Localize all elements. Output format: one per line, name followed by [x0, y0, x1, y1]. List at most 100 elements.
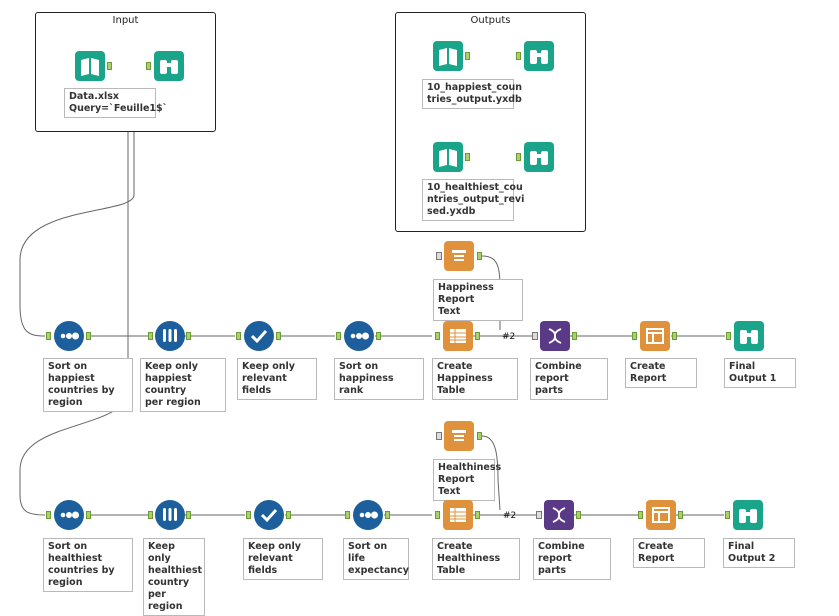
binoculars-icon [530, 50, 548, 64]
browse-tool-final-2[interactable] [733, 500, 763, 530]
output-anchor[interactable] [572, 332, 577, 340]
sort-icon [359, 511, 378, 519]
input-anchor[interactable] [516, 52, 521, 60]
final-output-label-1: Final Output 1 [724, 358, 796, 388]
dna-icon [552, 507, 566, 523]
input-anchor[interactable] [146, 62, 151, 70]
binoculars-icon [530, 151, 548, 165]
input-anchor[interactable] [246, 511, 251, 519]
select-tool-1[interactable] [244, 321, 274, 351]
layout-tool-1[interactable] [640, 321, 670, 351]
table-tool-healthiness[interactable] [443, 500, 473, 530]
output-anchor[interactable] [475, 511, 480, 519]
input-anchor[interactable] [148, 332, 153, 340]
test-tubes-icon [163, 508, 177, 521]
output-anchor[interactable] [475, 332, 480, 340]
output-anchor[interactable] [672, 332, 677, 340]
sample-tool-happiest[interactable] [155, 321, 185, 351]
sort-tool-happiest[interactable] [54, 321, 84, 351]
output-anchor[interactable] [477, 432, 482, 440]
sample-tool-healthiest[interactable] [155, 500, 185, 530]
input-anchor[interactable] [725, 511, 730, 519]
output-anchor[interactable] [376, 332, 381, 340]
book-icon [439, 149, 457, 167]
output-anchor[interactable] [107, 62, 112, 70]
output-anchor[interactable] [86, 332, 91, 340]
input-anchor[interactable] [436, 432, 442, 440]
select-tool-2[interactable] [254, 500, 284, 530]
input-anchor[interactable] [632, 332, 637, 340]
input-anchor[interactable] [148, 511, 153, 519]
checkmark-icon [260, 508, 278, 523]
test-tubes-icon [163, 329, 177, 342]
input-anchor[interactable] [236, 332, 241, 340]
union-tool-1[interactable] [540, 321, 570, 351]
create-report-label-2: Create Report [633, 538, 705, 568]
input-anchor[interactable] [336, 332, 341, 340]
browse-tool[interactable] [154, 51, 184, 81]
book-icon [439, 48, 457, 66]
output-anchor[interactable] [186, 332, 191, 340]
output-anchor[interactable] [86, 511, 91, 519]
output-data-tool-2[interactable] [433, 142, 463, 172]
input-data-tool[interactable] [75, 51, 105, 81]
connection-count-tag: #2 [502, 332, 516, 342]
sort-tool-healthiest[interactable] [54, 500, 84, 530]
input-container-title: Input [112, 15, 139, 26]
table-tool-happiness[interactable] [443, 321, 473, 351]
table-icon [450, 508, 466, 522]
input-anchor[interactable] [726, 332, 731, 340]
binoculars-icon [739, 509, 757, 523]
report-text-tool-healthiness[interactable] [444, 421, 474, 451]
output-anchor[interactable] [385, 511, 390, 519]
sort-tool-happiness[interactable] [344, 321, 374, 351]
sort-icon [60, 511, 79, 519]
output-anchor[interactable] [186, 511, 191, 519]
output-anchor[interactable] [465, 153, 470, 161]
input-anchor[interactable] [345, 511, 350, 519]
sort-icon [60, 332, 79, 340]
browse-tool-final-1[interactable] [734, 321, 764, 351]
binoculars-icon [740, 330, 758, 344]
union-tool-2[interactable] [544, 500, 574, 530]
browse-tool-output-1[interactable] [524, 41, 554, 71]
input-anchor[interactable] [536, 511, 542, 519]
output-anchor[interactable] [276, 332, 281, 340]
input-anchor[interactable] [516, 153, 521, 161]
layout-icon [652, 507, 670, 523]
input-anchor[interactable] [46, 511, 51, 519]
output-anchor[interactable] [465, 52, 470, 60]
output-anchor[interactable] [286, 511, 291, 519]
binoculars-icon [160, 60, 178, 74]
report-text-tool-happiness[interactable] [444, 241, 474, 271]
output-anchor[interactable] [576, 511, 581, 519]
browse-tool-output-2[interactable] [524, 142, 554, 172]
input-anchor[interactable] [435, 332, 440, 340]
output-data-tool-1[interactable] [433, 41, 463, 71]
layout-tool-2[interactable] [646, 500, 676, 530]
output-anchor[interactable] [477, 252, 482, 260]
input-anchor[interactable] [436, 252, 442, 260]
output-anchor[interactable] [678, 511, 683, 519]
input-anchor[interactable] [435, 511, 440, 519]
report-text-icon [452, 430, 466, 441]
checkmark-icon [250, 329, 268, 344]
dna-icon [548, 328, 562, 344]
sort-tool-life[interactable] [353, 500, 383, 530]
input-anchor[interactable] [638, 511, 643, 519]
input-anchor[interactable] [46, 332, 51, 340]
input-anchor[interactable] [532, 332, 538, 340]
